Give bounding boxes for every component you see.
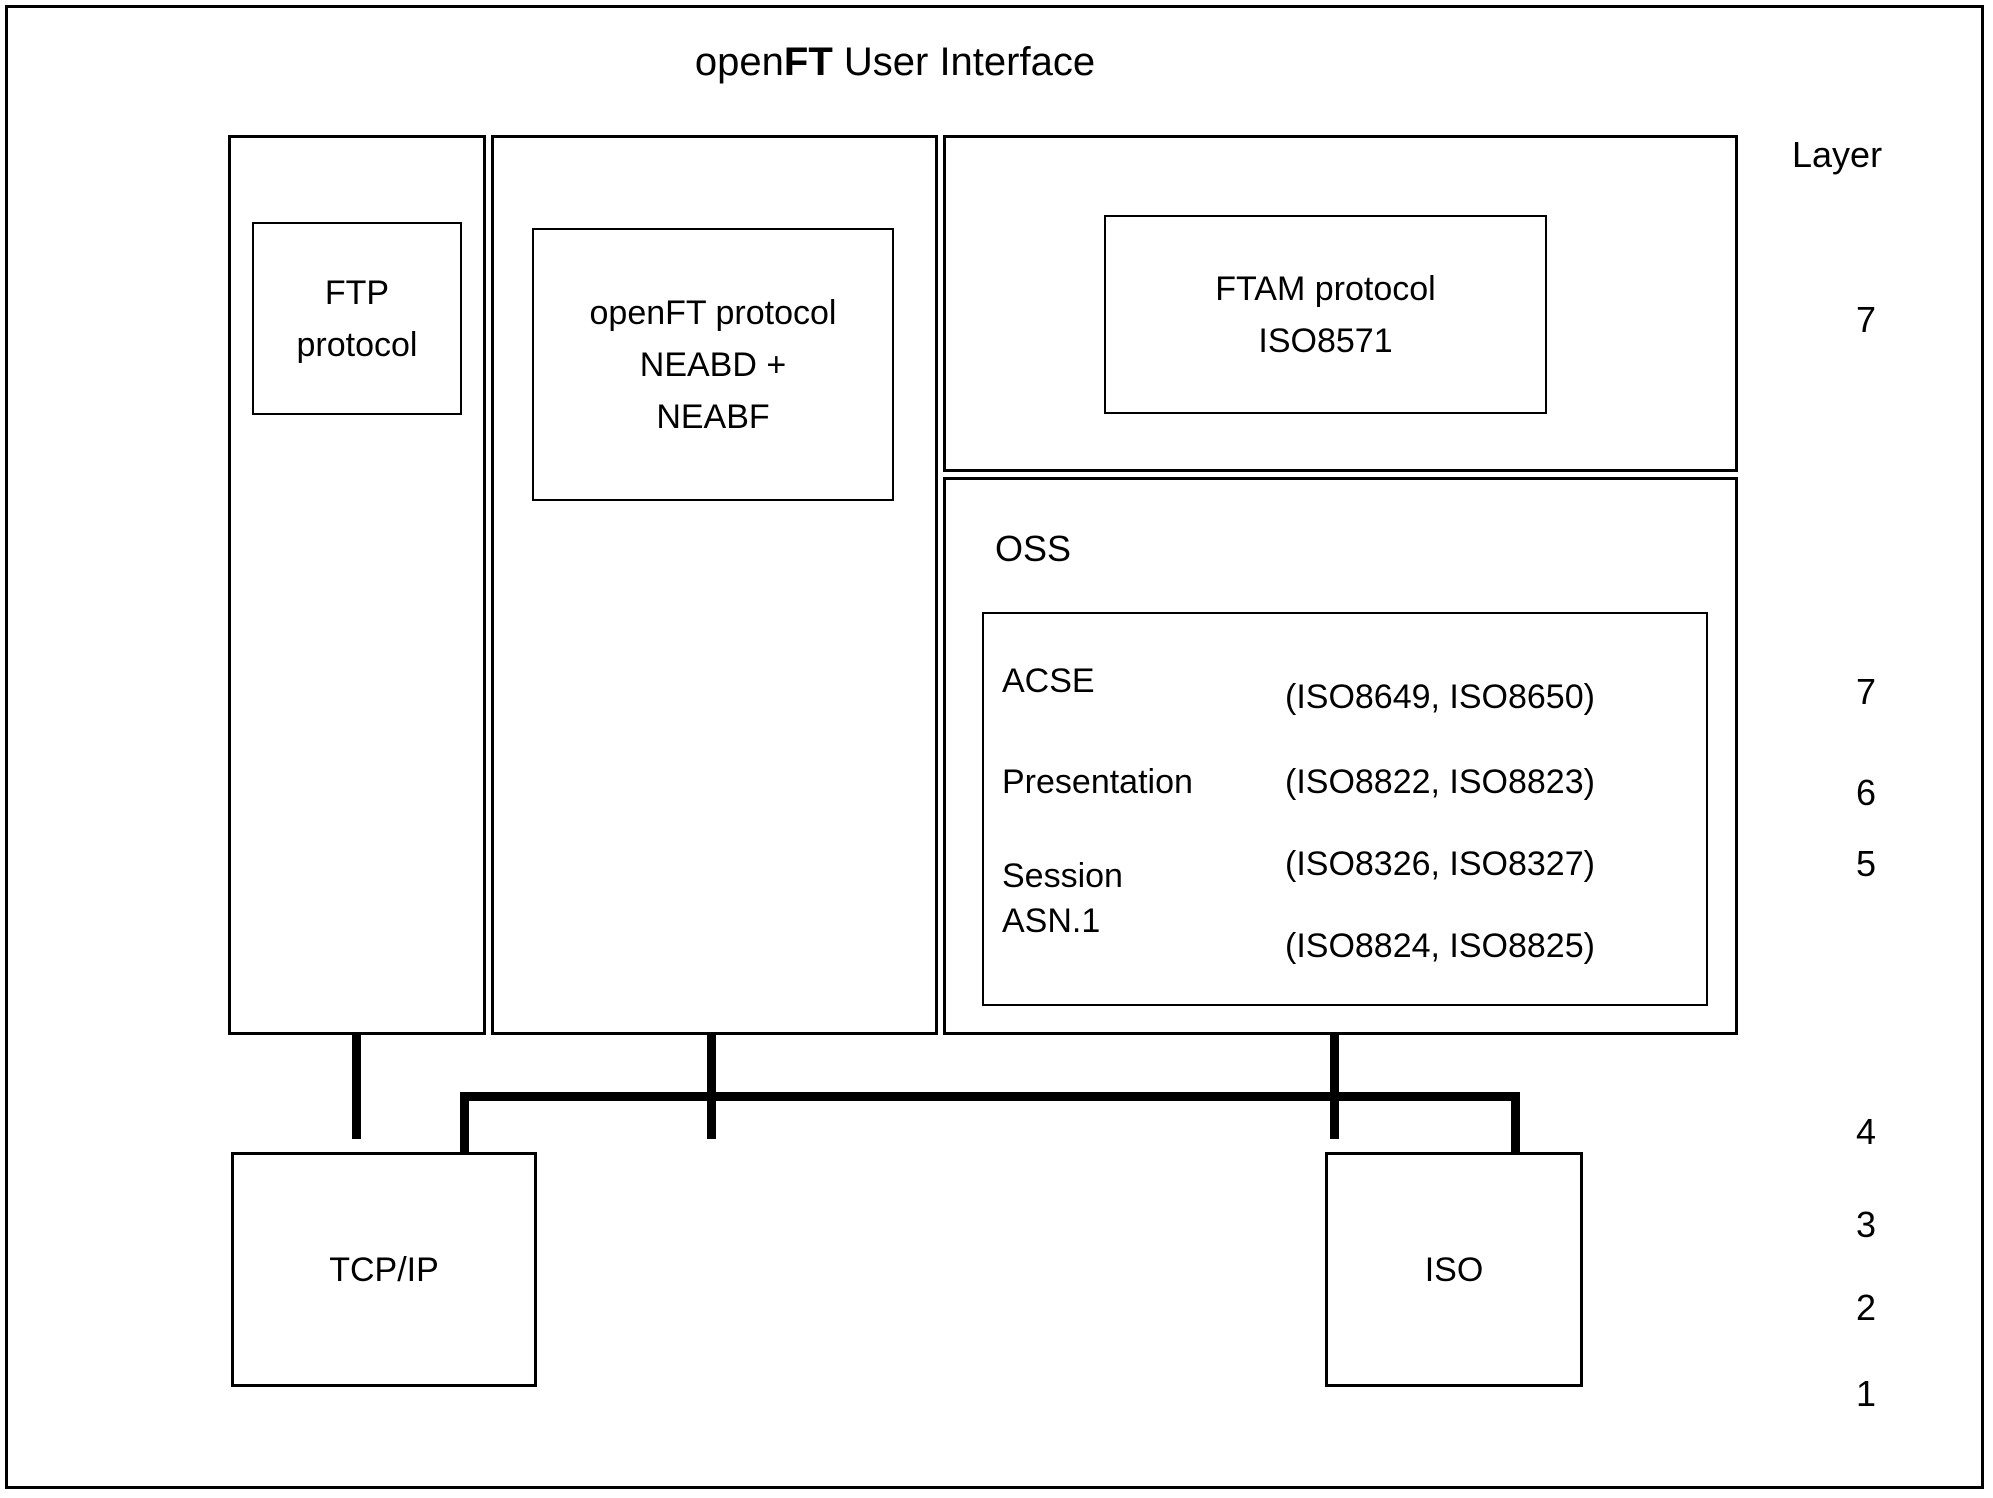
oss-row-name-acse: ACSE <box>1002 662 1095 700</box>
oss-standards-box <box>982 612 1708 1006</box>
page-title: openFT User Interface <box>0 38 1790 86</box>
iso-box: ISO <box>1325 1152 1583 1387</box>
oss-row-standards-presentation: (ISO8822, ISO8823) <box>1285 763 1595 801</box>
ftam-protocol-line2: ISO8571 <box>1258 321 1393 360</box>
oss-label: OSS <box>995 528 1072 569</box>
title-bold-ft: FT <box>783 40 833 84</box>
oss-row-standards-acse: (ISO8649, ISO8650) <box>1285 678 1595 716</box>
layer-number-2: 2 <box>1855 1287 1877 1328</box>
layer-number-5: 5 <box>1855 843 1877 884</box>
openft-protocol-box: openFT protocol NEABD + NEABF <box>532 228 894 501</box>
oss-row-standards-asn1: (ISO8824, ISO8825) <box>1285 927 1595 965</box>
ftp-protocol-line1: FTP <box>324 273 390 312</box>
openft-protocol-line1: openFT protocol <box>589 293 837 332</box>
connector-openft-stub <box>707 1035 716 1139</box>
openft-protocol-line3: NEABF <box>656 397 770 436</box>
title-suffix: User Interface <box>832 40 1096 84</box>
tcpip-label: TCP/IP <box>329 1250 439 1289</box>
ftam-protocol-line1: FTAM protocol <box>1215 269 1436 308</box>
oss-row-name-asn1: ASN.1 <box>1002 902 1101 940</box>
ftp-protocol-box: FTP protocol <box>252 222 462 415</box>
page-border <box>5 5 1984 1489</box>
iso-label: ISO <box>1424 1250 1484 1289</box>
connector-ftp-stub <box>352 1035 361 1139</box>
connector-tcpip-drop <box>460 1092 469 1154</box>
connector-iso-drop <box>1511 1092 1520 1154</box>
oss-row-standards-session: (ISO8326, ISO8327) <box>1285 845 1595 883</box>
oss-row-name-presentation: Presentation <box>1002 763 1193 801</box>
tcpip-box: TCP/IP <box>231 1152 537 1387</box>
ftp-protocol-line2: protocol <box>296 325 418 364</box>
ftam-protocol-box: FTAM protocol ISO8571 <box>1104 215 1547 414</box>
title-prefix: open <box>694 40 784 84</box>
connector-bus <box>460 1092 1520 1101</box>
layer-number-6: 6 <box>1855 772 1877 813</box>
layer-number-7-acse: 7 <box>1855 671 1877 712</box>
layer-number-1: 1 <box>1855 1373 1877 1414</box>
layer-number-4: 4 <box>1855 1111 1877 1152</box>
connector-ftam-stub <box>1330 1035 1339 1139</box>
layer-column-header: Layer <box>1792 134 1883 175</box>
layer-number-3: 3 <box>1855 1204 1877 1245</box>
layer-number-7-app: 7 <box>1855 299 1877 340</box>
openft-protocol-line2: NEABD + <box>639 345 787 384</box>
oss-row-name-session: Session <box>1002 857 1123 895</box>
